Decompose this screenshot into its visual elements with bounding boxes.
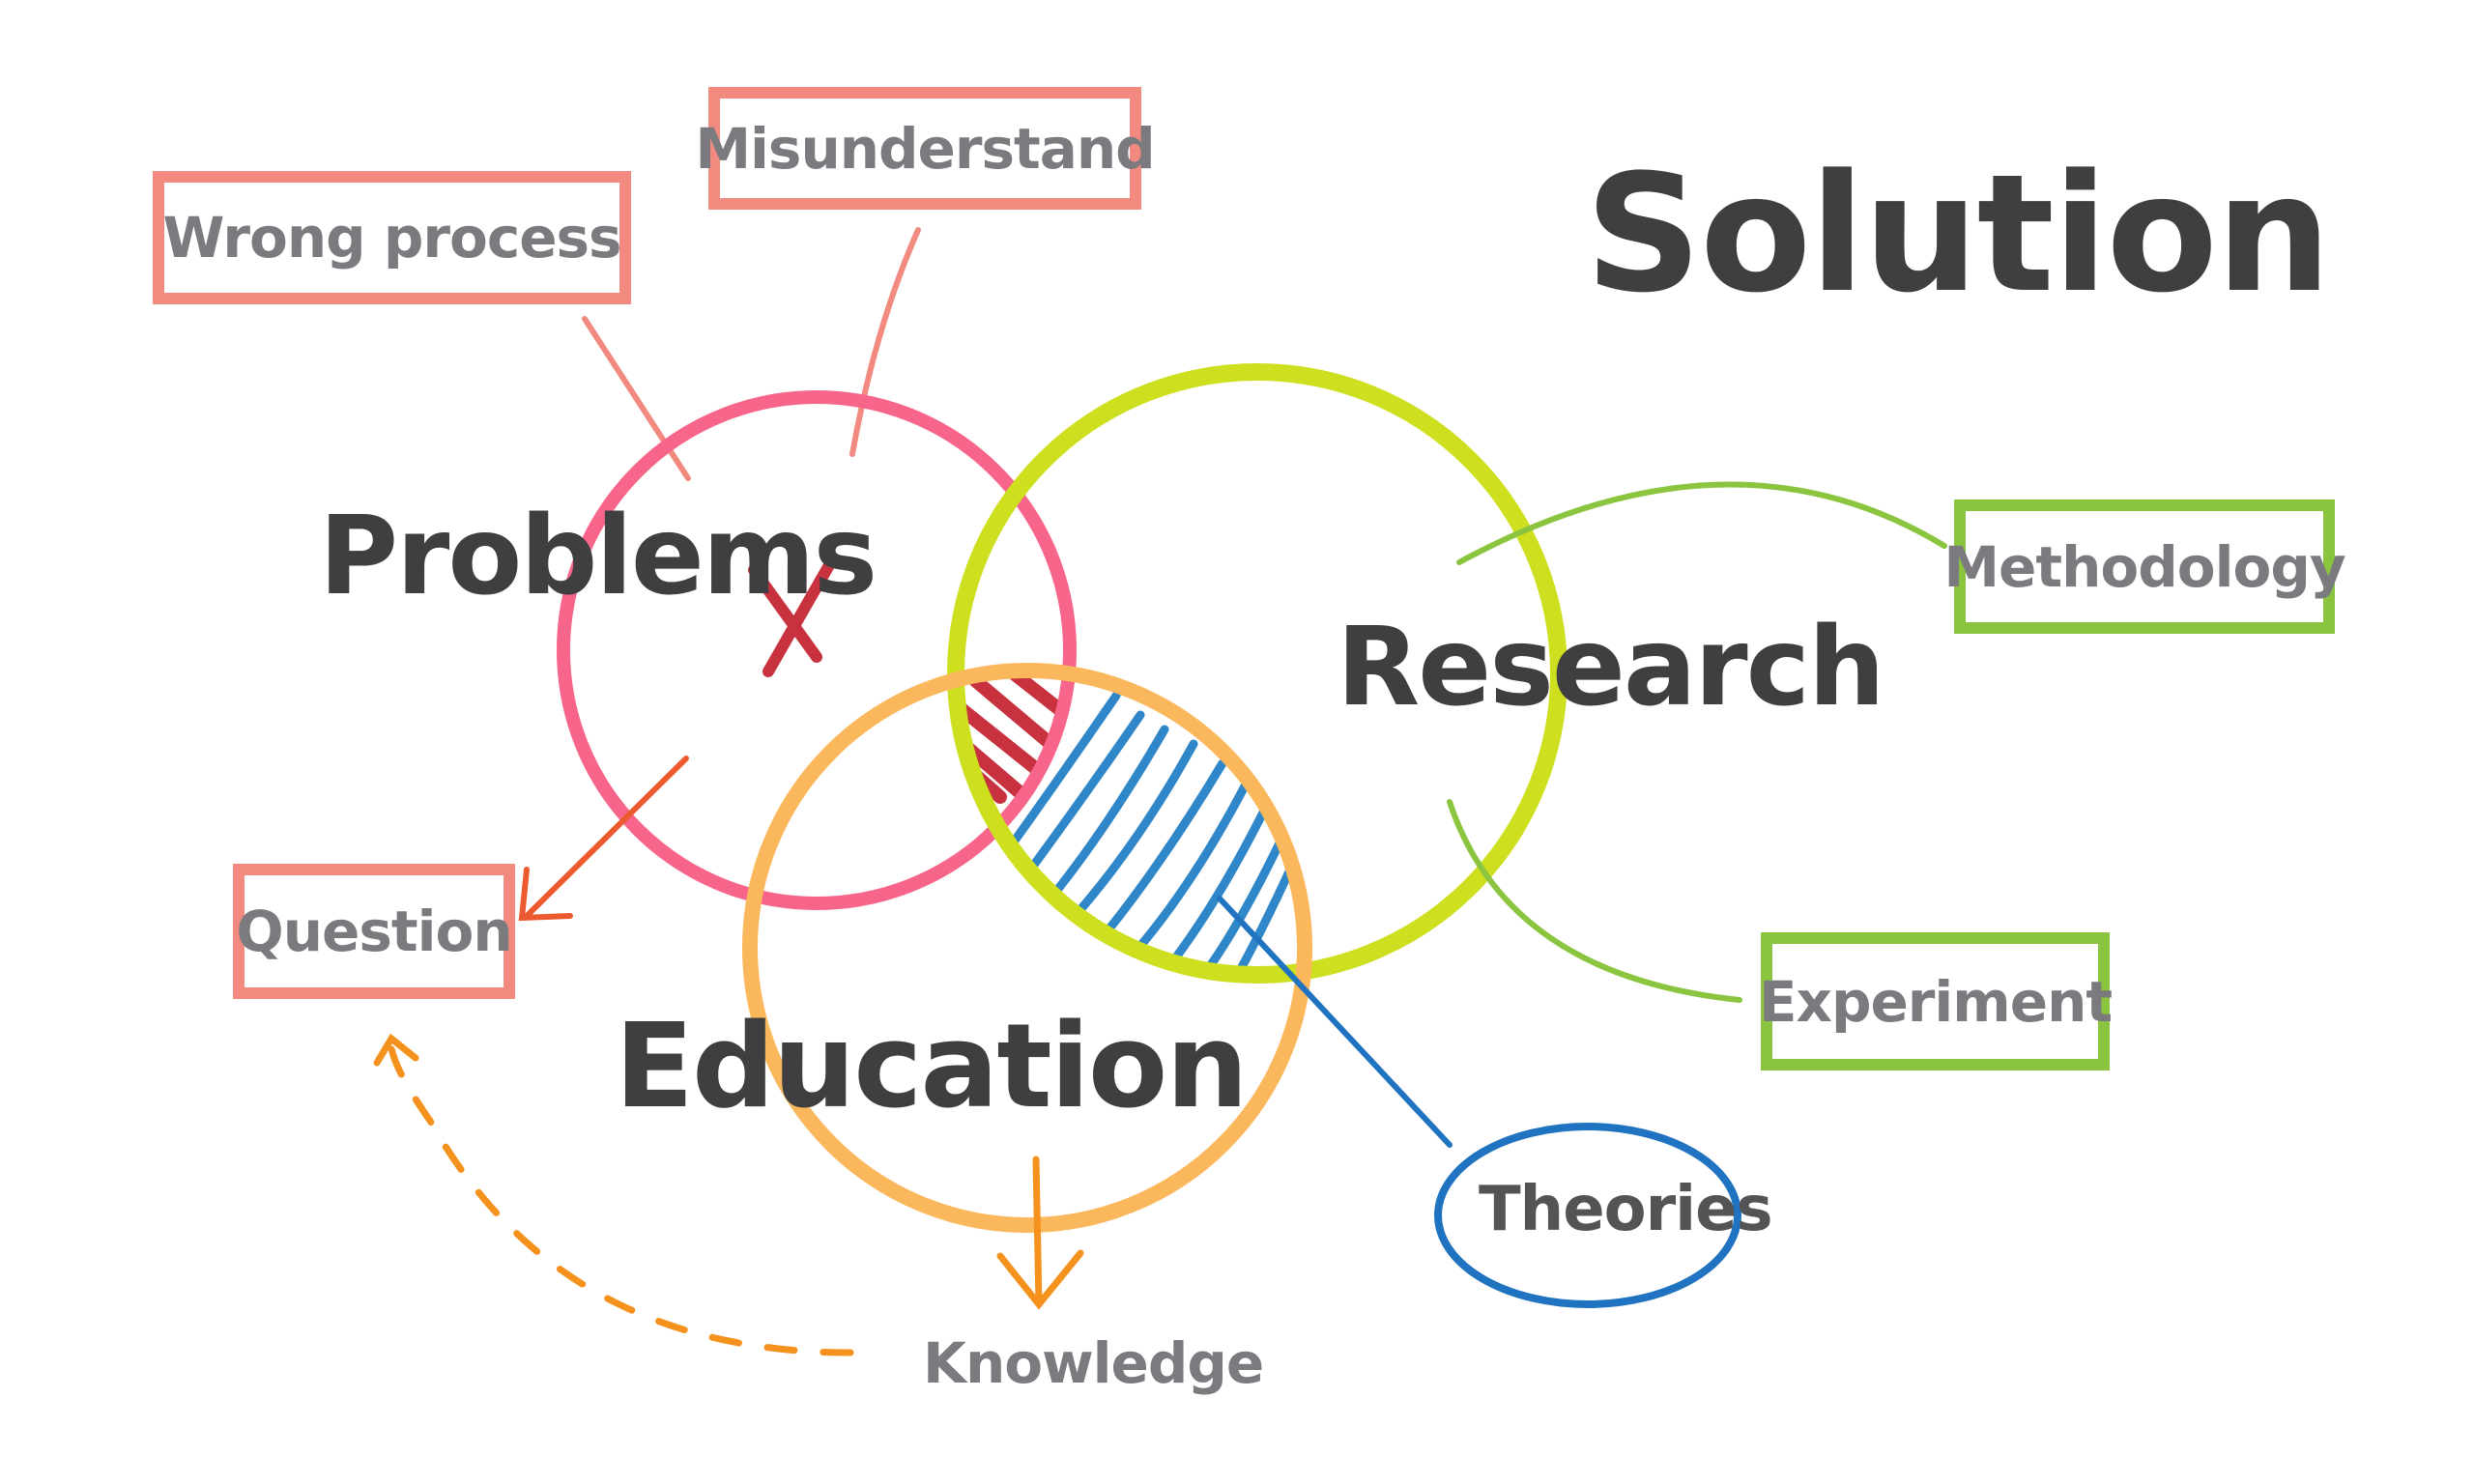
knowledge-label: Knowledge	[923, 1330, 1264, 1396]
wrong-process-label: Wrong process	[162, 205, 621, 271]
x-mark-icon	[748, 553, 839, 677]
misunderstand-box: Misunderstand	[695, 87, 1156, 210]
education-label: Education	[615, 1000, 1249, 1134]
arrow-to-knowledge	[996, 1156, 1084, 1310]
connector-experiment	[1447, 799, 1742, 1003]
wrong-process-box: Wrong process	[153, 171, 631, 304]
problems-label: Problems	[319, 494, 877, 619]
theories-ellipse	[1434, 1123, 1741, 1308]
education-circle	[742, 663, 1312, 1233]
dashed-arrow-to-question	[373, 1033, 854, 1356]
solution-title: Solution	[1585, 139, 2332, 328]
blue-hatch	[1010, 691, 1295, 975]
experiment-box: Experiment	[1758, 932, 2113, 1070]
methodology-box: Methodology	[1943, 499, 2346, 634]
connector-methodology	[1456, 481, 1947, 565]
theories-label: Theories	[1479, 1174, 1773, 1245]
experiment-label: Experiment	[1758, 968, 2113, 1035]
misunderstand-label: Misunderstand	[695, 115, 1155, 182]
problems-circle	[557, 390, 1077, 910]
methodology-label: Methodology	[1943, 533, 2345, 600]
research-label: Research	[1337, 605, 1885, 730]
question-label: Question	[236, 899, 512, 964]
connector-wrong-process	[582, 316, 691, 481]
connector-misunderstand	[849, 227, 921, 457]
arrow-to-question	[518, 756, 689, 922]
connector-theories	[1217, 896, 1453, 1148]
question-box: Question	[233, 864, 515, 999]
